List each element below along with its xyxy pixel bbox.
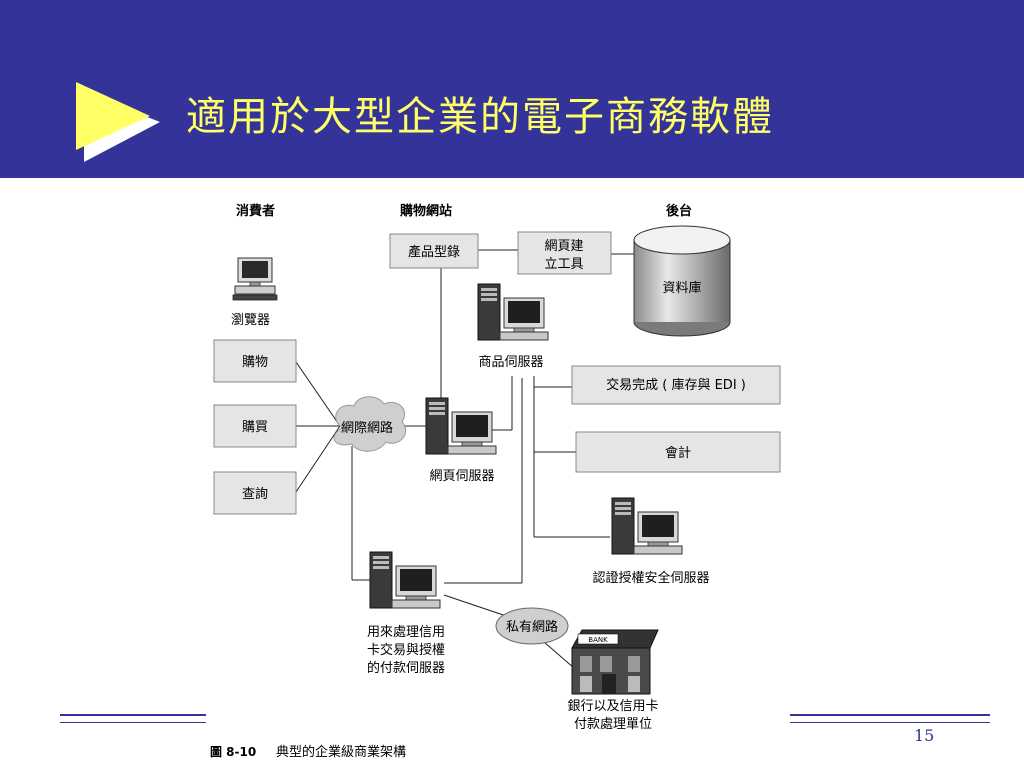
title-bar (0, 0, 1024, 178)
web-server-label: 網頁伺服器 (429, 469, 494, 484)
product-catalog-box: 產品型錄 (389, 233, 479, 269)
action-buy-box: 購買 (213, 404, 297, 448)
action-query-box: 查詢 (213, 471, 297, 515)
auth-server-icon (611, 497, 683, 555)
page-builder-box: 網頁建 立工具 (517, 231, 612, 275)
payment-server-label-line2: 卡交易與授權 (367, 642, 445, 658)
private-network-label: 私有網路 (506, 619, 558, 635)
private-network-ellipse: 私有網路 (495, 607, 569, 645)
auth-server-label: 認證授權安全伺服器 (592, 570, 709, 586)
figure-number: 圖 8-10 (210, 745, 256, 759)
consumer-heading: 消費者 (236, 203, 275, 219)
page-number: 15 (914, 726, 935, 745)
browser-computer-icon (232, 257, 278, 301)
shopping-site-heading: 購物網站 (399, 203, 452, 219)
product-catalog-label: 產品型錄 (408, 244, 460, 260)
action-shop-label: 購物 (242, 355, 268, 370)
footer-line-left (60, 714, 206, 723)
database-label: 資料庫 (662, 281, 701, 296)
bank-label-line2: 付款處理單位 (574, 717, 652, 732)
page-builder-label-line1: 網頁建 (544, 239, 583, 254)
bank-building-icon: BANK (571, 629, 659, 695)
play-arrow-icon (76, 82, 160, 162)
page-builder-label-line2: 立工具 (544, 257, 583, 272)
bank-label-line1: 銀行以及信用卡 (567, 699, 658, 714)
transaction-label: 交易完成 ( 庫存與 EDI ) (606, 377, 746, 393)
ecommerce-architecture-diagram: 消費者 購物網站 後台 瀏覽器 購物 購買 查詢 (210, 203, 781, 760)
internet-label: 網際網路 (341, 420, 393, 436)
footer-line-right (790, 714, 990, 723)
web-server-icon (425, 397, 497, 455)
payment-server-label-line3: 的付款伺服器 (367, 660, 445, 676)
accounting-label: 會計 (665, 445, 691, 461)
transaction-box: 交易完成 ( 庫存與 EDI ) (571, 365, 781, 405)
bank-sign-text: BANK (588, 636, 608, 644)
action-shop-box: 購物 (213, 339, 297, 383)
action-buy-label: 購買 (242, 420, 268, 435)
internet-cloud: 網際網路 (333, 396, 407, 452)
payment-server-icon (369, 551, 441, 609)
payment-server-label-line1: 用來處理信用 (367, 625, 445, 640)
figure-caption: 典型的企業級商業架構 (276, 744, 406, 760)
backend-heading: 後台 (666, 203, 692, 219)
slide-title: 適用於大型企業的電子商務軟體 (186, 94, 774, 140)
database-cylinder: 資料庫 (633, 225, 731, 337)
product-server-icon (477, 283, 549, 341)
action-query-label: 查詢 (242, 486, 268, 502)
product-server-label: 商品伺服器 (478, 355, 543, 370)
browser-label: 瀏覽器 (231, 313, 270, 328)
accounting-box: 會計 (575, 431, 781, 473)
